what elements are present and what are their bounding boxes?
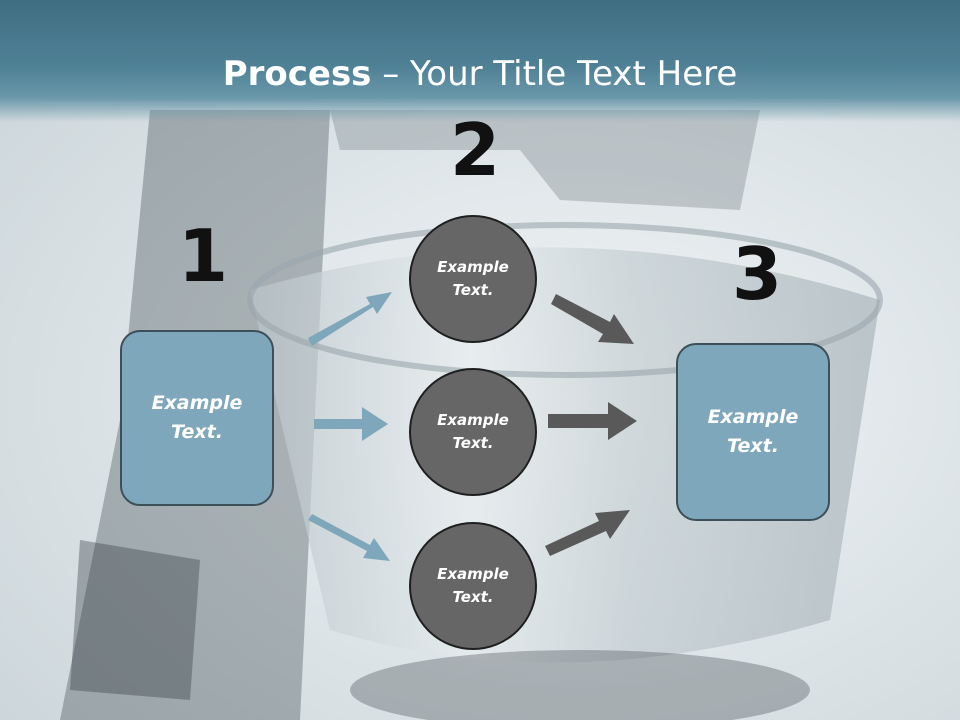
right-arrows	[545, 294, 637, 556]
slide-title: Process – Your Title Text Here	[0, 52, 960, 96]
step-number-2: 2	[450, 108, 501, 192]
circle-3-text: Example Text.	[437, 565, 509, 606]
left-arrows	[308, 292, 392, 561]
step-3-text: Example Text.	[707, 406, 799, 457]
circle-1-text: Example Text.	[437, 258, 509, 299]
step-number-1: 1	[178, 214, 229, 298]
title-bold: Process	[222, 54, 372, 94]
arrow-left-mid	[314, 407, 388, 441]
step-1-text: Example Text.	[151, 392, 243, 443]
step-2-circle-2: Example Text.	[409, 368, 537, 496]
step-2-circle-3: Example Text.	[409, 522, 537, 650]
step-number-3: 3	[732, 232, 783, 316]
step-2-circle-1: Example Text.	[409, 215, 537, 343]
arrow-right-mid	[548, 402, 637, 440]
step-3-box: Example Text.	[676, 343, 830, 521]
step-1-box: Example Text.	[120, 330, 274, 506]
arrow-left-up	[308, 292, 392, 346]
title-bar: Process – Your Title Text Here	[0, 0, 960, 122]
arrow-left-down	[308, 514, 390, 561]
title-rest: – Your Title Text Here	[371, 54, 738, 94]
arrow-right-up	[545, 510, 630, 556]
circle-2-text: Example Text.	[437, 411, 509, 452]
arrow-right-down	[551, 294, 634, 344]
